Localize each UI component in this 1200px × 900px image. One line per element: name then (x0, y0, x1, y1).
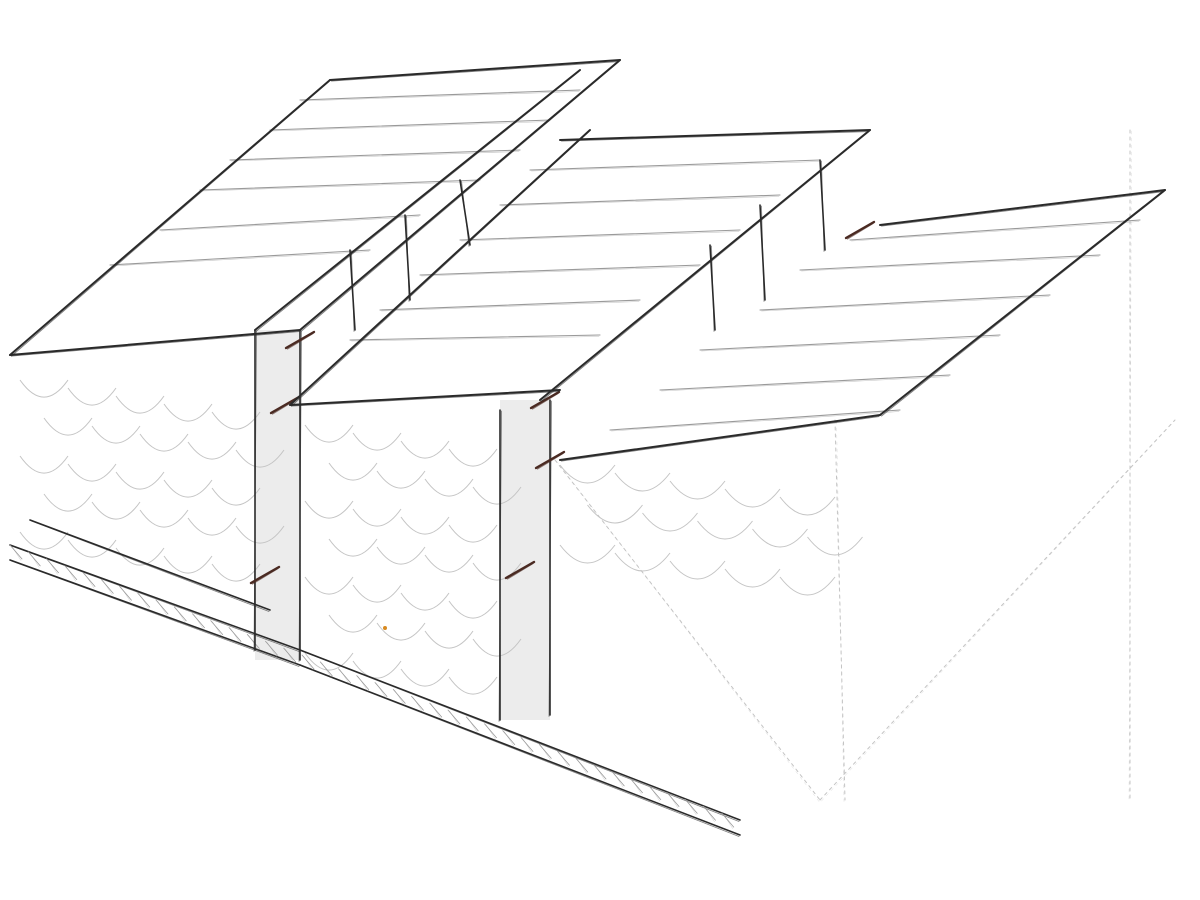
roof-hatching (109, 89, 1141, 432)
fin-shading (255, 330, 550, 720)
vertical-fins (249, 159, 876, 722)
base-ledge (9, 519, 741, 837)
scalloped-shingles (19, 379, 863, 695)
roof-outlines (9, 59, 1166, 462)
accent-dot (383, 626, 387, 630)
construction-lines (554, 129, 1176, 802)
